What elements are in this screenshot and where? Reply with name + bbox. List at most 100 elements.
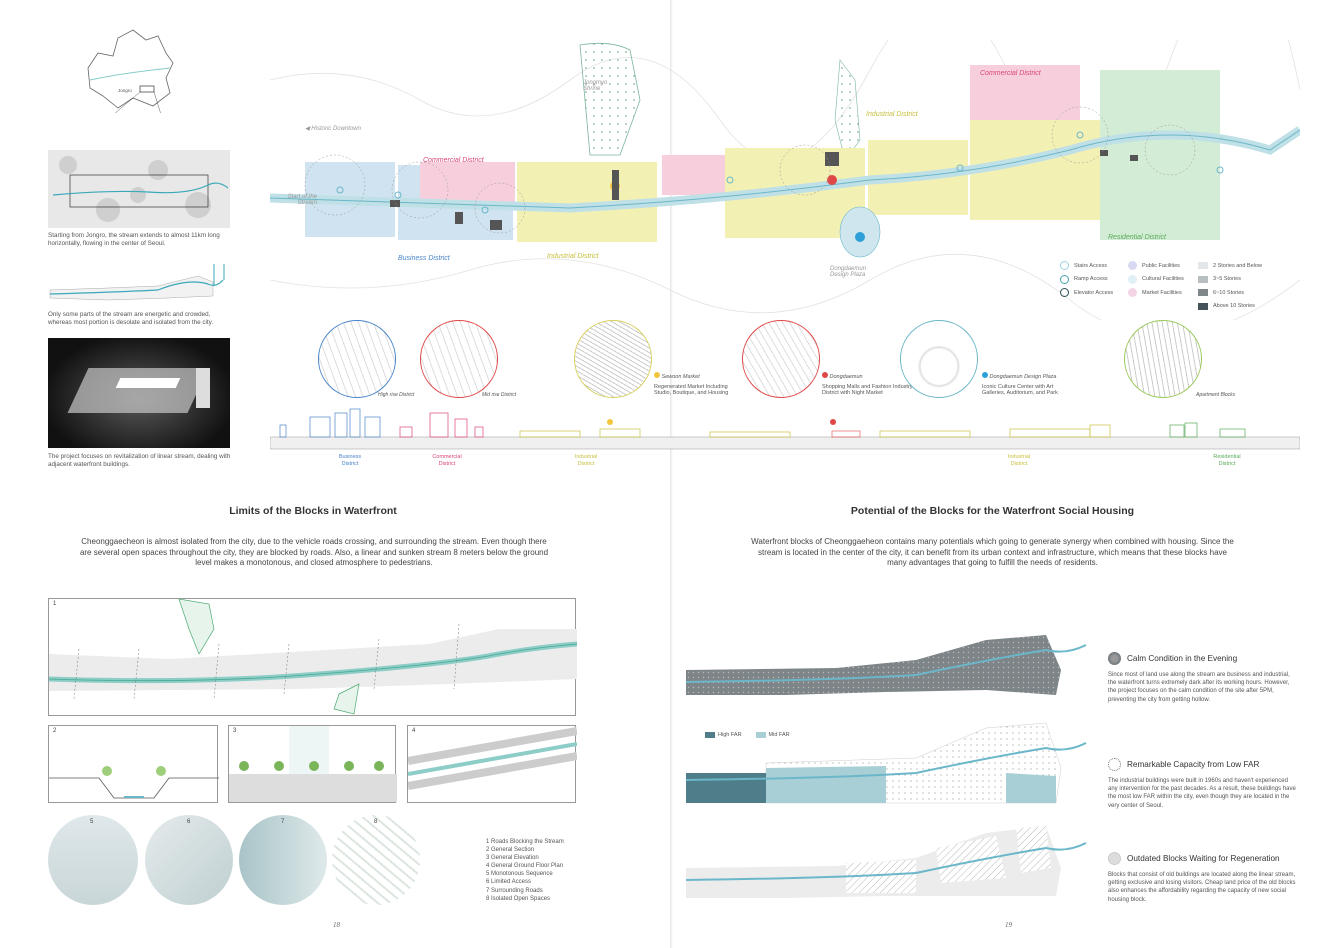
legend-access: Stairs Access Ramp Access Elevator Acces… — [1060, 259, 1113, 300]
map-outdated-blocks — [686, 826, 1087, 898]
legend-label: Ramp Access — [1074, 276, 1108, 283]
panel-number: 6 — [187, 819, 191, 825]
panel-5-monotonous-sequence: 5 — [48, 815, 138, 905]
cultural-facilities-icon — [1128, 274, 1137, 284]
panel-number: 7 — [281, 819, 285, 825]
legend-label: Mid FAR — [768, 732, 790, 738]
callout-apartment — [1124, 320, 1202, 398]
legend-facilities: Public Facilities Cultural Facilities Ma… — [1128, 259, 1184, 300]
callout-label: Mid rise District — [482, 392, 517, 398]
map-far-capacity — [686, 722, 1087, 804]
panel-4-floor-plan: 4 — [407, 725, 578, 803]
legend-item: 8 Isolated Open Spaces — [486, 895, 551, 902]
panel-number: 3 — [233, 728, 237, 734]
panel-legend: 1 Roads Blocking the Stream 2 General Se… — [486, 838, 564, 903]
feature-outdated-blocks: Outdated Blocks Waiting for Regeneration… — [1108, 852, 1298, 904]
page-number-left: 18 — [333, 921, 340, 929]
seoul-texture-map — [48, 150, 230, 228]
legend-item: 7 Surrounding Roads — [486, 887, 543, 894]
sewoon-badge-icon — [654, 372, 660, 378]
legend-item: 4 General Ground Floor Plan — [486, 863, 564, 870]
label-jongmyo-shrine: Jongmyo Shrine — [583, 80, 608, 92]
callout-text: Regenerated Market Including Studio, Bou… — [654, 384, 729, 396]
callout-label: High rise District — [378, 392, 415, 398]
legend-label: Public Facilities — [1142, 262, 1180, 269]
section-paragraph-potential: Waterfront blocks of Cheonggaeheon conta… — [751, 537, 1234, 567]
elevation-label-industrial: Industrial District — [574, 454, 598, 467]
public-facilities-icon — [1128, 261, 1137, 271]
seoul-outline-map — [87, 29, 174, 113]
legend-label: Above 10 Stories — [1213, 303, 1255, 310]
legend-label: 2 Stories and Below — [1213, 262, 1262, 269]
market-facilities-icon — [1128, 288, 1137, 298]
feature-text: Blocks that consist of old buildings are… — [1108, 872, 1296, 903]
page-number-right: 19 — [1005, 921, 1012, 929]
callout-sewoon — [574, 320, 652, 398]
callout-text: Iconic Culture Center with Art Galleries… — [982, 384, 1058, 396]
low-far-icon — [1108, 758, 1121, 771]
legend-item: 6 Limited Access — [486, 879, 532, 886]
outdated-blocks-icon — [1108, 852, 1121, 865]
elevator-access-icon — [1060, 288, 1069, 298]
label-residential-district: Residential District — [1108, 234, 1166, 241]
far-legend: High FAR Mid FAR — [705, 732, 790, 738]
legend-item: 1 Roads Blocking the Stream — [486, 839, 564, 845]
panel-number: 2 — [53, 728, 57, 734]
feature-title: Outdated Blocks Waiting for Regeneration — [1127, 854, 1280, 863]
legend-item: 3 General Elevation — [486, 855, 539, 862]
legend-stories: 2 Stories and Below 3~5 Stories 6~10 Sto… — [1198, 259, 1262, 313]
cheonggyecheon-district-map — [270, 40, 1300, 320]
stream-elevation — [270, 408, 1300, 450]
feature-text: The industrial buildings were built in 1… — [1108, 778, 1296, 809]
section-title-limits: Limits of the Blocks in Waterfront — [229, 505, 397, 517]
feature-low-far: Remarkable Capacity from Low FAR The ind… — [1108, 758, 1298, 810]
ramp-access-icon — [1060, 274, 1069, 284]
panel-7-surrounding-roads: 7 — [239, 815, 327, 905]
label-ddp: Dongdaemun Design Plaza — [830, 266, 867, 278]
panel-number: 8 — [374, 819, 378, 825]
elevation-label-industrial-2: Industrial District — [1007, 454, 1031, 467]
feature-text: Since most of land use along the stream … — [1108, 672, 1290, 703]
legend-item: 2 General Section — [486, 847, 535, 854]
panel-2-section: 2 — [48, 725, 219, 803]
caption-project-focus: The project focuses on revitalization of… — [48, 453, 231, 468]
high-far-swatch — [705, 732, 715, 738]
legend-label: Elevator Access — [1074, 289, 1114, 296]
label-commercial-district: Commercial District — [423, 157, 484, 164]
elevation-label-residential: Residential District — [1213, 454, 1241, 467]
panel-1-roads-plan: 1 — [48, 598, 578, 716]
label-start-of-stream: Start of the Stream — [287, 194, 317, 206]
ddp-badge-icon — [982, 372, 988, 378]
callout-title: Dongdaemun Design Plaza — [989, 374, 1057, 380]
stories-swatch — [1198, 275, 1208, 283]
callout-title: Dongdaemun — [829, 374, 863, 380]
label-industrial-district-1: Industrial District — [547, 253, 599, 260]
callout-ddp — [900, 320, 978, 398]
section-paragraph-limits: Cheonggaecheon is almost isolated from t… — [79, 537, 549, 567]
panel-number: 5 — [90, 819, 94, 825]
label-business-district: Business District — [398, 255, 450, 262]
panel-number: 1 — [53, 601, 57, 607]
stories-swatch — [1198, 289, 1208, 297]
label-commercial-district-2: Commercial District — [980, 70, 1041, 77]
page-gutter — [670, 0, 673, 948]
callout-text: Shopping Malls and Fashion Industry Dist… — [822, 384, 913, 396]
stairs-access-icon — [1060, 261, 1069, 271]
callout-high-rise — [318, 320, 396, 398]
section-title-potential: Potential of the Blocks for the Waterfro… — [850, 505, 1135, 517]
ddp-description: Dongdaemun Design Plaza Iconic Culture C… — [982, 372, 1077, 396]
label-industrial-district-2: Industrial District — [866, 111, 918, 118]
elevation-label-commercial: Commercial District — [432, 454, 462, 467]
map-calm-condition — [686, 635, 1087, 695]
legend-label: 6~10 Stories — [1213, 289, 1245, 296]
elevation-label-business: Business District — [338, 454, 362, 467]
calm-condition-icon — [1108, 652, 1121, 665]
legend-label: High FAR — [718, 732, 742, 738]
stories-swatch — [1198, 302, 1208, 310]
panel-number: 4 — [412, 728, 416, 734]
model-photo — [48, 338, 230, 448]
legend-item: 5 Monotonous Sequence — [486, 871, 553, 878]
dongdaemun-badge-icon — [822, 372, 828, 378]
label-historic-downtown: ◀ Historic Downtown — [305, 126, 361, 132]
legend-label: Market Facilities — [1142, 289, 1182, 296]
